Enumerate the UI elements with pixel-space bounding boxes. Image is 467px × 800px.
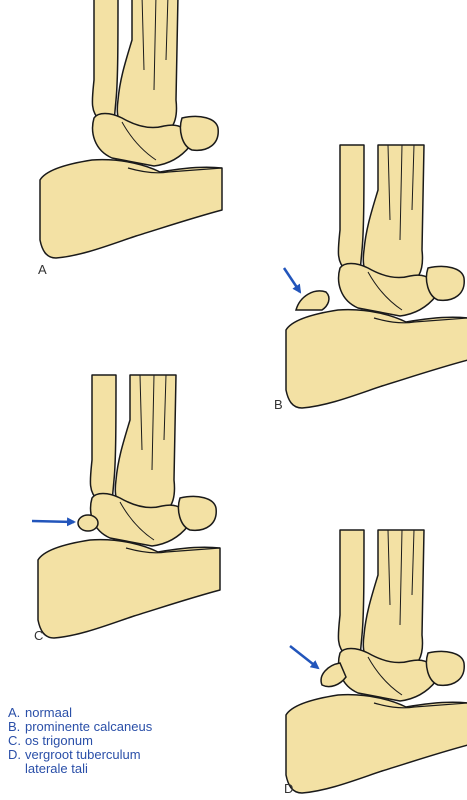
panel-c-illustration xyxy=(38,375,220,638)
panel-c-arrow xyxy=(32,521,74,522)
legend-text: os trigonum xyxy=(25,734,93,748)
legend-item: A. normaal xyxy=(8,706,152,720)
panel-d-illustration xyxy=(286,530,467,793)
panel-label-d: D xyxy=(284,781,293,796)
legend-key: C. xyxy=(8,734,25,748)
panel-a-illustration xyxy=(40,0,222,258)
panel-b-illustration xyxy=(286,145,467,408)
legend-item: B. prominente calcaneus xyxy=(8,720,152,734)
legend-item: D. vergroot tuberculum laterale tali xyxy=(8,748,152,776)
legend-key: B. xyxy=(8,720,25,734)
legend-text: normaal xyxy=(25,706,72,720)
legend-key: D. xyxy=(8,748,25,776)
panel-label-a: A xyxy=(38,262,47,277)
legend-text: vergroot tuberculum laterale tali xyxy=(25,748,141,776)
os-trigonum-bone xyxy=(78,515,98,531)
panel-d-arrow xyxy=(290,646,318,668)
legend-text: prominente calcaneus xyxy=(25,720,152,734)
legend: A. normaal B. prominente calcaneus C. os… xyxy=(8,706,152,776)
legend-key: A. xyxy=(8,706,25,720)
enlarged-tuberculum-bump xyxy=(321,663,346,687)
prominent-calcaneus-bump xyxy=(296,291,329,310)
legend-item: C. os trigonum xyxy=(8,734,152,748)
panel-b-arrow xyxy=(284,268,300,292)
panel-label-b: B xyxy=(274,397,283,412)
panel-label-c: C xyxy=(34,628,43,643)
